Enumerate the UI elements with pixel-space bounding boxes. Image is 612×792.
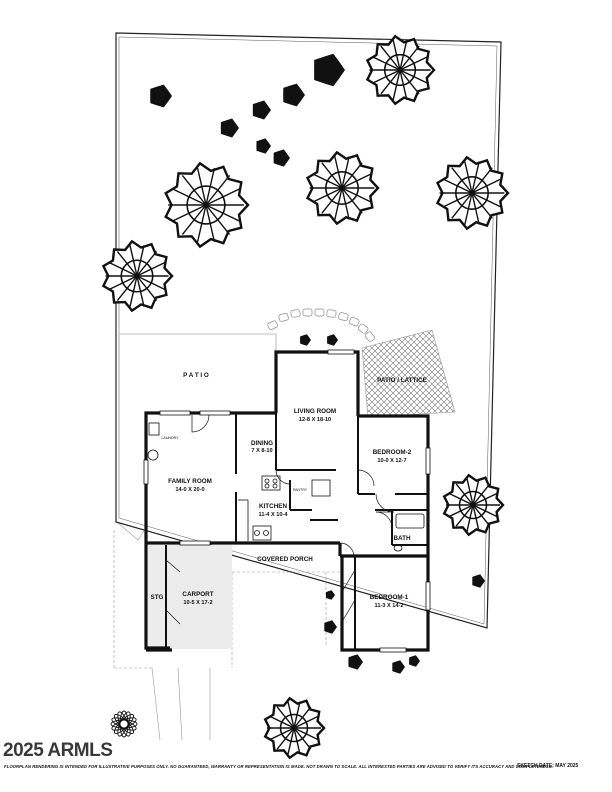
patio-lattice-label: PATIO / LATTICE: [377, 377, 427, 384]
watermark: 2025 ARMLS: [3, 740, 113, 761]
interior-walls: [165, 413, 428, 650]
lot-boundary: [115, 32, 502, 629]
living-room-label: LIVING ROOM: [294, 408, 336, 415]
carport-dims: 10-5 X 17-2: [183, 600, 212, 606]
storage-label: STG: [151, 594, 164, 601]
trees: [101, 34, 510, 760]
shrub-icon: [325, 590, 335, 600]
shrub-icon: [472, 574, 485, 588]
pantry-label: PANTRY: [293, 488, 308, 492]
tree-icon: [365, 34, 436, 106]
windows: [143, 349, 431, 653]
carport-label: CARPORT: [182, 591, 213, 598]
tree-icon: [263, 696, 326, 760]
bedroom-2-label: BEDROOM-2: [373, 449, 412, 456]
shrub-icon: [150, 84, 172, 108]
patio-label: P A T I O: [183, 372, 209, 379]
family-room-label: FAMILY ROOM: [168, 478, 212, 485]
dining-label: DINING: [251, 440, 273, 447]
patio-outline: [119, 333, 277, 352]
bedroom-1-label: BEDROOM-1: [370, 594, 409, 601]
tree-icon: [164, 161, 250, 249]
shrub-icon: [283, 83, 305, 107]
family-room-dims: 14-0 X 20-0: [175, 487, 204, 493]
flower-icon: [110, 710, 138, 738]
kitchen-dims: 11-4 X 10-4: [259, 512, 289, 518]
patio-lattice: [361, 329, 456, 418]
living-room-dims: 12-8 X 18-10: [299, 417, 331, 423]
room-labels: P A T I O PATIO / LATTICE LIVING ROOM 12…: [151, 372, 427, 609]
fixtures: [147, 422, 425, 552]
carport-floor: [148, 545, 232, 649]
bedroom-2-dims: 10-0 X 12-7: [377, 458, 406, 464]
kitchen-label: KITCHEN: [259, 503, 287, 510]
disclaimer: FLOORPLAN RENDERING IS INTENDED FOR ILLU…: [4, 764, 553, 769]
covered-porch-label: COVERED PORCH: [257, 556, 313, 563]
tree-icon: [442, 473, 505, 537]
shrub-icon: [392, 660, 405, 674]
laundry-label: LAUNDRY: [161, 436, 179, 440]
shrub-icon: [220, 118, 239, 138]
shrub-icon: [348, 654, 363, 670]
tree-icon: [305, 150, 380, 226]
shrub-icon: [327, 334, 338, 346]
sketch-date: SKETCH DATE: MAY 2025: [517, 763, 579, 769]
shrub-icon: [314, 53, 345, 87]
pavers-arc: [267, 308, 376, 342]
shrub-icon: [273, 149, 290, 167]
dining-dims: 7 X 8-10: [251, 448, 272, 454]
shrub-icon: [252, 100, 271, 120]
shrub-icon: [409, 655, 420, 667]
bedroom-1-dims: 11-3 X 14-2: [375, 603, 404, 609]
shrub-icon: [324, 620, 337, 634]
shrub-icon: [300, 334, 311, 346]
shrub-icon: [256, 138, 271, 154]
tree-icon: [435, 155, 510, 231]
tree-icon: [101, 239, 174, 313]
bath-label: BATH: [393, 535, 410, 542]
